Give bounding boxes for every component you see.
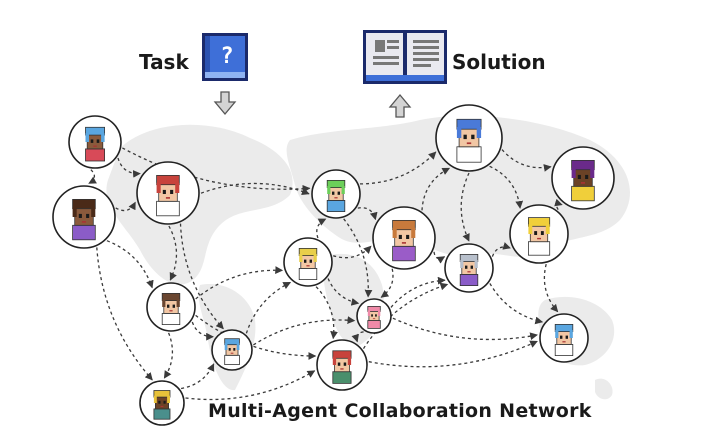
agent-node-a15: [551, 146, 615, 210]
agent-node-layer: [52, 104, 615, 426]
agent-node-a9: [356, 298, 392, 334]
svg-text:?: ?: [220, 44, 233, 69]
edge-a4-a6: [163, 332, 174, 379]
diagram-caption: Multi-Agent Collaboration Network: [208, 400, 592, 422]
agent-avatar-icon: [459, 253, 479, 286]
agent-avatar-icon: [326, 179, 346, 212]
solution-label: Solution: [452, 50, 546, 74]
agent-node-a10: [316, 339, 368, 391]
edge-a12-a14: [489, 165, 524, 209]
agent-node-a8: [311, 169, 361, 219]
edge-a8-a11: [357, 207, 378, 221]
edge-a3-a8: [200, 182, 310, 195]
agent-node-a5: [211, 329, 253, 371]
edge-a9-a16: [392, 317, 538, 341]
edge-a6-a10: [185, 370, 316, 401]
edge-a10-a16: [368, 340, 538, 368]
edge-a14-a16: [543, 263, 559, 313]
edge-a14-a15: [554, 198, 563, 210]
edge-a12-a15: [501, 149, 552, 172]
edge-a13-a16: [489, 283, 544, 325]
task-label: Task: [139, 50, 189, 74]
edge-a5-a7: [245, 281, 292, 334]
edge-a4-a5: [191, 321, 214, 341]
agent-node-a11: [372, 206, 436, 270]
edge-a7-a8: [316, 218, 327, 239]
agent-avatar-icon: [153, 390, 171, 420]
edge-a1-a8: [122, 147, 311, 193]
edge-a12-a13: [460, 172, 470, 242]
edge-a4-a10: [195, 314, 317, 360]
edge-a2-a6: [96, 247, 153, 381]
agent-avatar-icon: [72, 198, 96, 241]
agent-avatar-icon: [298, 247, 318, 280]
agent-node-a14: [509, 204, 569, 264]
edge-a11-a13: [433, 251, 446, 264]
edge-a9-a13: [390, 276, 446, 308]
agent-avatar-icon: [456, 118, 482, 163]
agent-avatar-icon: [224, 338, 240, 365]
agent-node-a6: [139, 380, 185, 426]
agent-avatar-icon: [528, 217, 551, 256]
agent-node-a3: [136, 161, 200, 225]
agent-node-a2: [52, 185, 116, 249]
edge-a2-a4: [106, 240, 154, 289]
agent-avatar-icon: [332, 350, 352, 384]
agent-node-a7: [283, 237, 333, 287]
task-book-icon: ?: [202, 33, 248, 81]
solution-book-icon: [363, 30, 447, 84]
edge-a7-a9: [327, 278, 360, 306]
edge-a7-a11: [333, 245, 372, 259]
up-arrow-icon: [388, 93, 412, 118]
agent-avatar-icon: [571, 159, 595, 202]
edge-a6-a5: [180, 363, 215, 390]
edge-a11-a9: [380, 268, 394, 298]
agent-avatar-icon: [161, 292, 181, 325]
agent-node-a4: [146, 282, 196, 332]
agent-avatar-icon: [156, 174, 180, 217]
edge-a13-a14: [491, 242, 511, 257]
edge-a11-a12: [421, 167, 451, 211]
down-arrow-icon: [213, 91, 237, 116]
edge-a10-a13: [362, 282, 449, 349]
edge-a8-a12: [359, 151, 437, 185]
edge-a8-a9: [343, 218, 373, 298]
edge-a1-a2: [88, 169, 97, 184]
edge-a2-a3: [115, 201, 136, 212]
edge-a3-a5: [179, 223, 224, 330]
agent-avatar-icon: [85, 126, 106, 162]
edge-a9-a10: [351, 331, 364, 343]
edge-layer: [88, 147, 563, 401]
edge-a1-a3: [117, 157, 141, 178]
agent-node-a16: [539, 313, 589, 363]
agent-node-a13: [444, 243, 494, 293]
agent-node-a1: [68, 115, 122, 169]
agent-avatar-icon: [392, 219, 416, 262]
agent-avatar-icon: [367, 305, 381, 329]
agent-node-a12: [435, 104, 503, 172]
agent-avatar-icon: [554, 323, 574, 356]
